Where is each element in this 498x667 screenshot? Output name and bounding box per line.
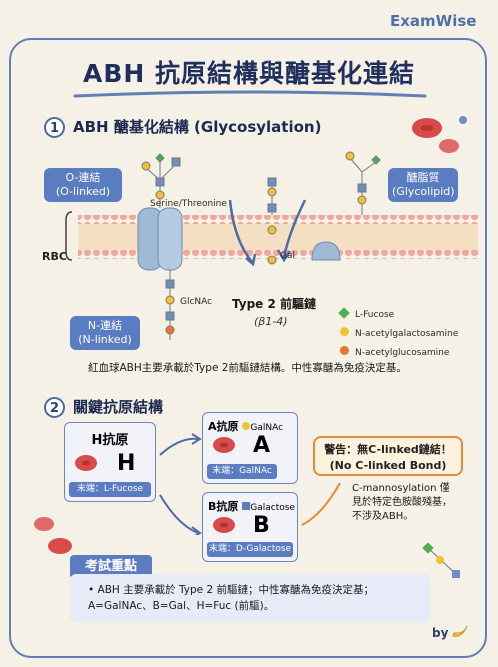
exam-summary: • ABH 主要承載於 Type 2 前驅鏈；中性寡醣為免疫決定基； A=Gal… [70, 574, 430, 622]
galnac-circle-icon [242, 422, 251, 430]
b-antigen-card: B抗原 Galactose B 末端：D-Galactose [202, 492, 298, 562]
o-linked-label: O-連結 (O-linked) [44, 168, 122, 202]
rbc-icon [75, 455, 97, 471]
brand-logo: ExamWise [390, 12, 477, 30]
glcnac-label: GlcNAc [180, 297, 213, 307]
b-antigen-title: B抗原 [208, 500, 239, 513]
glycolipid-chain-icon [345, 151, 381, 215]
glcnac-circle-icon [340, 346, 349, 355]
h-antigen-footer: 末端：L-Fucose [69, 482, 151, 497]
a-antigen-title: A抗原 [208, 420, 239, 433]
arrow-h-to-b [159, 494, 199, 534]
connector-arrows [159, 433, 341, 535]
a-antigen-card: A抗原 GalNAc A 末端：GalNAc [202, 412, 298, 484]
glycan-decoration-icon [422, 542, 460, 578]
type2-chain-icon [267, 177, 277, 265]
fucose-diamond-icon [338, 306, 350, 319]
rbc-label: RBC [42, 250, 67, 263]
b-antigen-header: B抗原 Galactose [208, 498, 297, 514]
gal-label: Gal [280, 251, 295, 261]
legend-label: N-acetylgalactosamine [355, 329, 459, 339]
galactose-square-icon [242, 502, 251, 510]
page-title: ABH 抗原結構與醣基化連結 [82, 59, 416, 88]
b-antigen-legend: Galactose [250, 503, 295, 513]
rbc-bracket [65, 211, 73, 261]
type2-chain-label: Type 2 前驅鏈 [232, 297, 317, 311]
page-frame [9, 38, 487, 658]
section1-note: 紅血球ABH主要承載於Type 2前驅鏈結構。中性寡醣為免疫決定基。 [88, 362, 407, 374]
banana-icon [452, 625, 468, 637]
section2-heading-text: 關鍵抗原結構 [73, 398, 164, 416]
b-antigen-footer: 末端：D-Galactose [207, 542, 293, 557]
c-mannosylation-note: C-mannosylation 僅 見於特定色胺酸殘基， 不涉及ABH。 [352, 483, 452, 522]
legend-galnac: N-acetylgalactosamine [340, 321, 458, 340]
h-antigen-title: H抗原 [91, 433, 129, 448]
n-linked-glycan-icon [165, 270, 175, 340]
arrow-h-to-a [159, 437, 199, 456]
a-antigen-header: A抗原 GalNAc [208, 418, 297, 434]
section1-heading: 1 ABH 醣基化結構 (Glycosylation) [44, 116, 321, 138]
galnac-circle-icon [340, 327, 349, 336]
o-linked-glycan-icon [141, 153, 181, 208]
rbc-icon [213, 437, 235, 453]
membrane-diagram [65, 151, 478, 340]
rbc-decoration-icon [34, 517, 72, 554]
transmembrane-protein-icon [137, 207, 183, 271]
rbc-icon [213, 517, 235, 533]
title-underline [73, 90, 427, 98]
serine-label: Serine/Threonine [150, 199, 227, 209]
arrow-to-warning [301, 482, 341, 526]
legend: L-Fucose N-acetylgalactosamine N-acetylg… [338, 302, 458, 359]
warning-box: 警告：無C-linked鏈結！ (No C-linked Bond) [313, 436, 463, 476]
b-antigen-letter: B [253, 513, 270, 538]
n-linked-label: N-連結 (N-linked) [70, 316, 140, 350]
glycolipid-label: 醣脂質 (Glycolipid) [388, 168, 458, 202]
rbc-cluster-icon [412, 116, 467, 153]
a-antigen-legend: GalNAc [250, 423, 284, 433]
curved-arrows-icon [228, 199, 307, 267]
section2-number: 2 [44, 397, 65, 418]
h-antigen-letter: H [117, 451, 136, 476]
legend-label: L-Fucose [355, 310, 395, 320]
section1-number: 1 [44, 117, 65, 138]
legend-glcnac: N-acetylglucosamine [340, 340, 458, 359]
legend-label: N-acetylglucosamine [355, 348, 450, 358]
h-antigen-card: H抗原 H 末端：L-Fucose [64, 422, 156, 502]
section1-heading-text: ABH 醣基化結構 (Glycosylation) [73, 118, 322, 136]
by-label: by [432, 626, 449, 640]
legend-fucose: L-Fucose [338, 302, 458, 321]
a-antigen-footer: 末端：GalNAc [207, 464, 277, 479]
section2-heading: 2 關鍵抗原結構 [44, 396, 163, 418]
membrane-protein-icon [311, 241, 341, 261]
beta-linkage-label: (β1-4) [254, 315, 288, 328]
a-antigen-letter: A [253, 433, 271, 458]
